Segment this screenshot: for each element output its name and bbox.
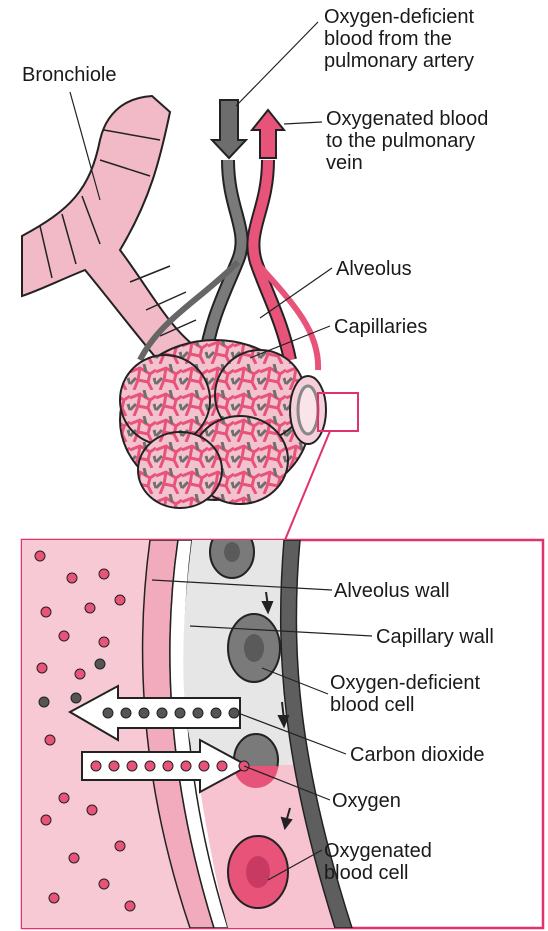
oxygenated-blood-line-1: Oxygenated blood [326,108,488,130]
oxygenated-blood-line-3: vein [326,152,488,174]
oxygen-deficient-blood-line-2: blood from the [324,28,474,50]
carbon-dioxide-label: Carbon dioxide [350,744,485,766]
down-arrow-icon [212,100,246,158]
oxygen-deficient-blood-label: Oxygen-deficient blood from the pulmonar… [324,6,474,72]
oxygen-label: Oxygen [332,790,401,812]
oxygenated-cell-line-2: blood cell [324,862,432,884]
alveolar-cluster [120,340,326,508]
oxygen-deficient-blood-line-1: Oxygen-deficient [324,6,474,28]
bronchiole-label: Bronchiole [22,64,117,86]
oxygenated-cell-label: Oxygenated blood cell [324,840,432,884]
bronchiole [22,96,200,372]
oxygen-deficient-cell-line-2: blood cell [330,694,480,716]
alveolus-wall-label: Alveolus wall [334,580,450,602]
oxygen-deficient-cell-label: Oxygen-deficient blood cell [330,672,480,716]
capillaries-label: Capillaries [334,316,427,338]
oxygenated-blood-line-2: to the pulmonary [326,130,488,152]
oxygen-deficient-cell-line-1: Oxygen-deficient [330,672,480,694]
oxygen-deficient-blood-line-3: pulmonary artery [324,50,474,72]
oxygenated-cell-line-1: Oxygenated [324,840,432,862]
capillary-wall-label: Capillary wall [376,626,494,648]
up-arrow-icon [252,110,284,158]
alveolus-label: Alveolus [336,258,412,280]
oxygenated-blood-label: Oxygenated blood to the pulmonary vein [326,108,488,174]
